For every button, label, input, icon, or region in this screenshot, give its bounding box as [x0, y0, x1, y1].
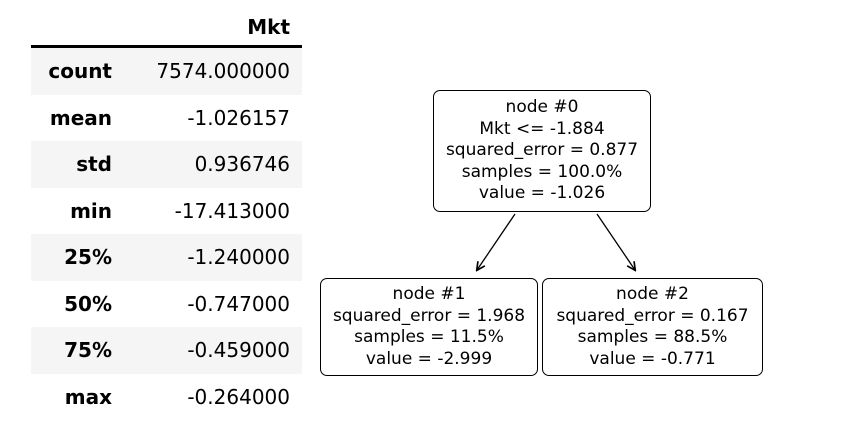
row-value: -17.413000 [174, 198, 290, 223]
table-row: 75% -0.459000 [31, 327, 302, 374]
table-row: 50% -0.747000 [31, 281, 302, 328]
node-line: value = -0.771 [589, 348, 716, 369]
row-value: -0.264000 [187, 384, 290, 409]
row-label: 75% [64, 338, 112, 363]
row-value: -1.026157 [187, 105, 290, 130]
row-label: 25% [64, 245, 112, 270]
row-label: 50% [64, 291, 112, 316]
row-value: -0.459000 [187, 338, 290, 363]
node-line: samples = 100.0% [461, 161, 623, 182]
row-value: 7574.000000 [156, 59, 290, 84]
table-row: count 7574.000000 [31, 48, 302, 95]
row-value: -0.747000 [187, 291, 290, 316]
node-line: node #0 [505, 97, 579, 118]
table-row: std 0.936746 [31, 141, 302, 188]
column-header-mkt: Mkt [247, 14, 290, 39]
node-line: samples = 11.5% [354, 327, 504, 347]
row-value: 0.936746 [194, 152, 290, 177]
tree-node-2: node #2 squared_error = 0.167 samples = … [542, 278, 763, 376]
table-header-row: Mkt [31, 8, 302, 48]
node-line: samples = 88.5% [577, 327, 728, 347]
table-row: min -17.413000 [31, 188, 302, 235]
table-row: 25% -1.240000 [31, 234, 302, 281]
tree-node-0: node #0 Mkt <= -1.884 squared_error = 0.… [433, 90, 651, 212]
row-label: std [76, 152, 112, 177]
table-row: mean -1.026157 [31, 95, 302, 142]
row-label: max [64, 384, 112, 409]
node-line: value = -1.026 [478, 183, 606, 204]
edge-node0-to-node1 [477, 213, 516, 270]
node-line: squared_error = 0.877 [445, 140, 639, 161]
table-row: max -0.264000 [31, 374, 302, 421]
node-line: value = -2.999 [365, 348, 493, 369]
node-line: node #2 [616, 284, 689, 304]
node-line: squared_error = 0.167 [556, 305, 749, 326]
row-value: -1.240000 [187, 245, 290, 270]
row-label: min [70, 198, 112, 223]
node-line: node #1 [392, 284, 466, 304]
describe-table: Mkt count 7574.000000 mean -1.026157 std… [31, 8, 302, 420]
row-label: count [48, 59, 112, 84]
edge-node0-to-node2 [596, 213, 635, 270]
node-line: squared_error = 1.968 [332, 305, 526, 326]
tree-node-1: node #1 squared_error = 1.968 samples = … [320, 278, 538, 376]
row-label: mean [49, 105, 112, 130]
node-line: Mkt <= -1.884 [479, 118, 605, 139]
